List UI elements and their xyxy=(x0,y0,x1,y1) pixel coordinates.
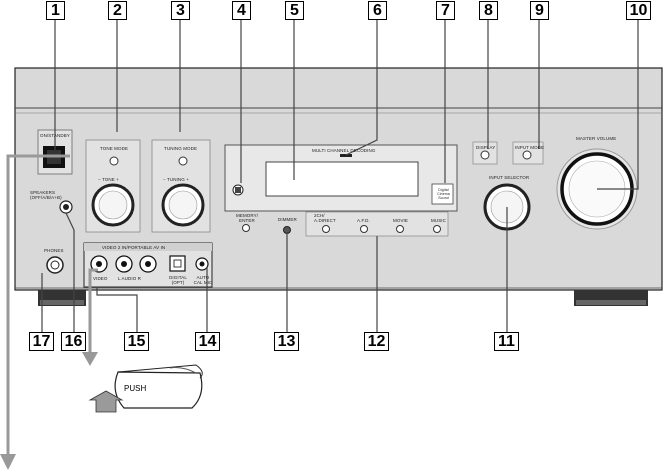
audio-right-jack[interactable] xyxy=(139,255,157,273)
music-label: MUSIC xyxy=(431,218,446,223)
callout-7: 7 xyxy=(436,1,455,20)
digital-opt-label: DIGITAL (OPT) xyxy=(169,275,187,285)
video2-input-panel xyxy=(83,242,213,288)
tone-label: − TONE + xyxy=(98,177,119,182)
memory-enter-button[interactable] xyxy=(242,224,250,232)
callout-4: 4 xyxy=(232,1,251,20)
callout-2: 2 xyxy=(108,1,127,20)
video-jack[interactable] xyxy=(90,255,108,273)
on-standby-label: ON/STANDBY xyxy=(40,133,70,138)
callout-10: 10 xyxy=(626,1,651,20)
2ch-direct-button[interactable] xyxy=(322,225,330,233)
display-button[interactable] xyxy=(480,150,490,160)
afd-button[interactable] xyxy=(360,225,368,233)
master-volume-label: MASTER VOLUME xyxy=(576,136,617,141)
front-door-flap xyxy=(88,364,203,413)
callout-1: 1 xyxy=(46,1,65,20)
multi-channel-decoding-label: MULTI CHANNEL DECODING xyxy=(312,148,376,153)
tone-section xyxy=(85,139,141,233)
auto-cal-mic-jack[interactable] xyxy=(195,257,209,271)
front-buttons xyxy=(242,211,449,237)
callout-6: 6 xyxy=(368,1,387,20)
music-button[interactable] xyxy=(433,225,441,233)
video-label: VIDEO xyxy=(93,276,108,281)
movie-label: MOVIE xyxy=(393,218,409,223)
tone-mode-button[interactable] xyxy=(109,156,119,166)
push-label: PUSH xyxy=(124,384,147,393)
dimmer-label: DIMMER xyxy=(278,217,297,222)
feet xyxy=(38,290,648,306)
callout-5: 5 xyxy=(285,1,304,20)
callout-17: 17 xyxy=(29,332,54,351)
tone-mode-label: TONE MODE xyxy=(100,146,129,151)
tuning-label: − TUNING + xyxy=(163,177,189,182)
speakers-label: SPEAKERS (OFF/A/B/A+B) xyxy=(30,190,62,200)
display-window xyxy=(224,144,458,212)
callout-leaders xyxy=(41,20,639,332)
callout-3: 3 xyxy=(171,1,190,20)
callout-14: 14 xyxy=(195,332,220,351)
digital-optical-jack[interactable] xyxy=(169,255,186,272)
tuning-section xyxy=(151,139,211,233)
movie-button[interactable] xyxy=(396,225,404,233)
callout-13: 13 xyxy=(274,332,299,351)
input-mode-button[interactable] xyxy=(522,150,532,160)
auto-cal-mic-label: AUTO CAL MIC xyxy=(193,275,213,285)
right-upper-buttons xyxy=(472,141,544,165)
speakers-button[interactable] xyxy=(59,200,73,214)
callout-15: 15 xyxy=(124,332,149,351)
phones-jack[interactable] xyxy=(46,256,64,274)
push-arrow xyxy=(82,268,98,366)
tuning-mode-button[interactable] xyxy=(178,156,188,166)
audio-label: L AUDIO R xyxy=(118,276,141,281)
callout-9: 9 xyxy=(530,1,549,20)
digital-cinema-sound-indicator xyxy=(431,183,454,205)
callout-11: 11 xyxy=(494,332,519,351)
input-mode-label: INPUT MODE xyxy=(515,145,545,150)
audio-left-jack[interactable] xyxy=(115,255,133,273)
long-down-arrow xyxy=(0,154,70,470)
tuning-mode-label: TUNING MODE xyxy=(164,146,198,151)
input-selector-label: INPUT SELECTOR xyxy=(489,175,530,180)
phones-label: PHONES xyxy=(44,248,64,253)
afd-label: A.F.D. xyxy=(357,218,370,223)
callout-8: 8 xyxy=(479,1,498,20)
2ch-direct-label: 2CH/ A.DIRECT xyxy=(314,213,336,223)
digital-cinema-sound-label: Digital Cinema Sound xyxy=(437,188,450,200)
memory-enter-label: MEMORY/ ENTER xyxy=(236,213,259,223)
callout-12: 12 xyxy=(364,332,389,351)
display-label: DISPLAY xyxy=(476,145,496,150)
callout-16: 16 xyxy=(61,332,86,351)
video2-in-label: VIDEO 2 IN/PORTABLE AV IN xyxy=(102,245,166,250)
